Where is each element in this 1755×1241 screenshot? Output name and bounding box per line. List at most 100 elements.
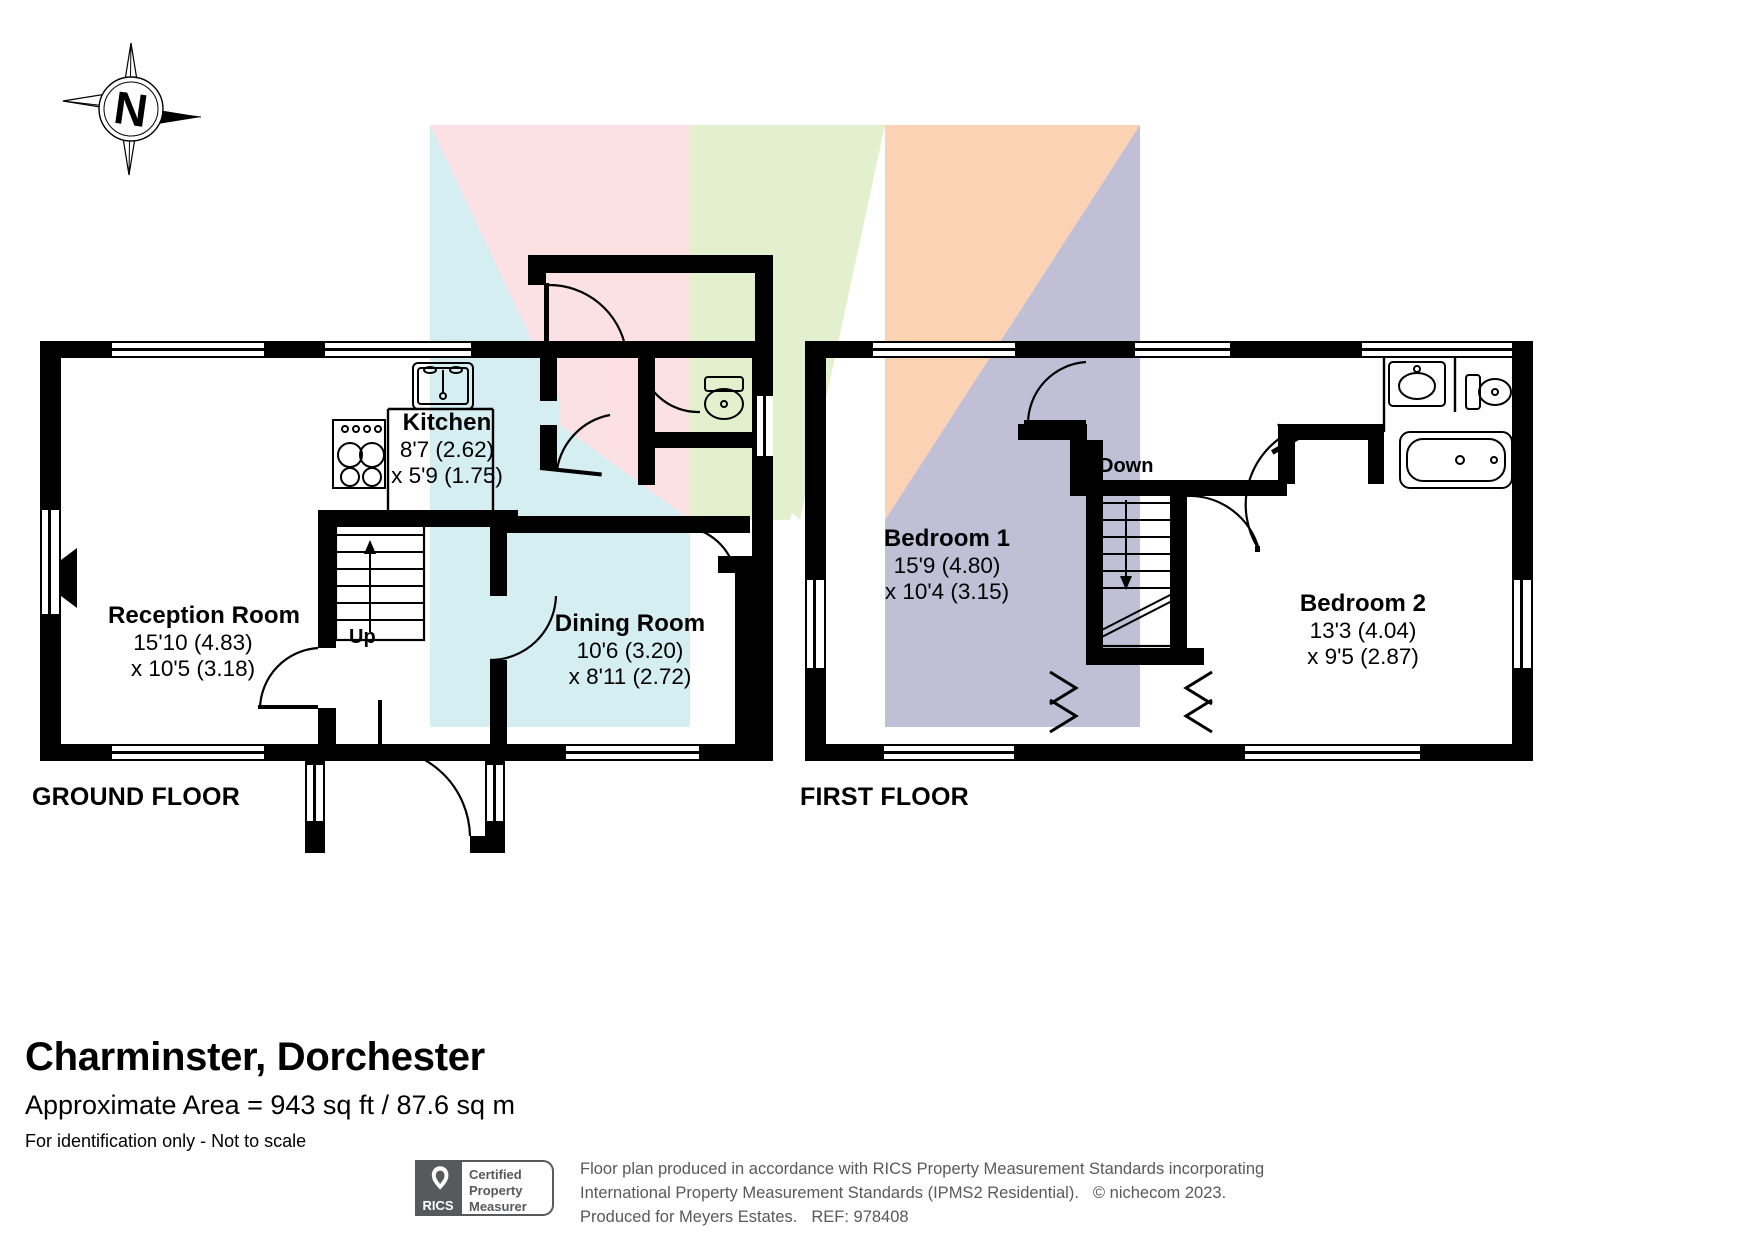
- gf-wc-wall-left-2: [638, 449, 655, 485]
- ff-wall-bath-vert: [1368, 424, 1384, 484]
- room-dim-1: 15'9 (4.80): [893, 553, 1001, 579]
- room-dim-1: 8'7 (2.62): [399, 437, 495, 463]
- rics-certified-property-measurer-badge: RICS Certified Property Measurer: [415, 1160, 555, 1216]
- gf-window-top-1-line: [112, 348, 264, 351]
- gf-kitchen-door-leaf: [539, 466, 602, 477]
- ff-window-bottom-1-line: [884, 751, 1014, 754]
- ff-window-top-2-line: [1135, 348, 1230, 351]
- room-dim-2: x 5'9 (1.75): [391, 463, 503, 489]
- ff-window-right-line: [1520, 580, 1523, 668]
- room-dim-2: x 10'5 (3.18): [130, 656, 256, 682]
- gf-wc-inner-wall: [655, 341, 713, 357]
- room-name: Reception Room: [108, 602, 301, 629]
- gf-hall-door-swing-2: [638, 354, 701, 414]
- rics-brand-label: RICS: [422, 1198, 453, 1213]
- rics-line-1: Certified: [469, 1167, 522, 1182]
- footer-line-2a: International Property Measurement Stand…: [580, 1183, 1079, 1202]
- rics-line-3: Measurer: [469, 1199, 527, 1214]
- gf-rear-door-swing: [547, 283, 628, 351]
- ff-wall-bath-bottom-2: [1187, 480, 1287, 496]
- gf-reception-door-leaf: [258, 705, 318, 709]
- gf-wall-kitchen-right: [540, 341, 557, 401]
- gf-dining-wall-right: [718, 556, 752, 573]
- gf-hall-door-gap: [318, 648, 336, 708]
- gf-dining-wall-left: [490, 516, 507, 596]
- ff-stairs-outline: [1094, 484, 1176, 648]
- kitchen-hob-icon: [332, 419, 386, 489]
- kitchen-sink-icon: [412, 362, 474, 410]
- room-label-kitchen: Kitchen 8'7 (2.62) x 5'9 (1.75): [377, 409, 517, 490]
- gf-porch-win-left-line: [313, 765, 316, 821]
- footer-reference: REF: 978408: [811, 1207, 909, 1226]
- approximate-area: Approximate Area = 943 sq ft / 87.6 sq m: [25, 1090, 516, 1120]
- stairs-down-label: Down: [1099, 455, 1154, 477]
- gf-wc-door-frame-2: [757, 455, 773, 495]
- room-name: Kitchen: [402, 409, 492, 436]
- room-dim-1: 15'10 (4.83): [133, 630, 253, 656]
- footer-line-1: Floor plan produced in accordance with R…: [580, 1160, 1265, 1178]
- ff-bed2-door-swing: [1186, 494, 1261, 551]
- ff-stair-arrow-head: [1120, 576, 1132, 590]
- floor-label-ground: GROUND FLOOR: [32, 783, 240, 811]
- gf-hall-dining-leaf: [683, 524, 735, 528]
- ff-wall-left: [805, 341, 826, 761]
- footer-disclaimer: Floor plan produced in accordance with R…: [580, 1158, 1264, 1230]
- gf-window-bottom-1-line: [112, 751, 264, 754]
- ff-bed2-door-leaf: [1255, 546, 1260, 552]
- ff-wall-landing-bottom: [1086, 648, 1204, 665]
- ff-stair-diag: [1095, 599, 1175, 641]
- gf-ext-right-wall: [755, 255, 773, 350]
- bath-toilet-icon: [1465, 374, 1512, 410]
- bath-basin-icon: [1388, 361, 1446, 407]
- gf-reception-door-swing: [258, 646, 319, 709]
- gf-stair-treads: [336, 534, 424, 621]
- wc-toilet-icon: [704, 376, 744, 420]
- room-label-bedroom-2: Bedroom 2 13'3 (4.04) x 9'5 (2.87): [1278, 590, 1448, 671]
- footer-line-2: International Property Measurement Stand…: [580, 1182, 1264, 1206]
- gf-stair-arrow-head: [364, 540, 376, 554]
- gf-porch-door-leaf: [378, 700, 382, 750]
- gf-porch-door-gap: [325, 836, 470, 853]
- rics-badge-icon: RICS Certified Property Measurer: [415, 1160, 554, 1216]
- stairs-up-label: Up: [349, 626, 376, 648]
- ff-bed2-door-arc: [1244, 431, 1291, 549]
- compass-rose: N: [55, 33, 205, 183]
- gf-wall-reception-right: [318, 510, 336, 744]
- rics-crest-icon: [431, 1166, 449, 1190]
- ff-window-top-1-line: [873, 348, 1015, 351]
- gf-dining-door-swing: [489, 595, 558, 662]
- ff-window-left-line: [813, 580, 816, 668]
- ff-bath-door-leaf: [1271, 429, 1310, 455]
- floor-label-first: FIRST FLOOR: [800, 783, 969, 811]
- ff-bed1-door-leaf: [1024, 420, 1086, 425]
- gf-window-top-2-line: [325, 348, 471, 351]
- room-label-dining-room: Dining Room 10'6 (3.20) x 8'11 (2.72): [545, 610, 715, 691]
- gf-hall-dining-swing: [682, 525, 737, 574]
- gf-window-left-line: [48, 510, 51, 614]
- ff-bath-door-swing: [1277, 423, 1288, 485]
- room-dim-1: 10'6 (3.20): [576, 638, 684, 664]
- gf-wc-door-gap-line: [763, 396, 766, 456]
- gf-ext-left-wall: [528, 255, 546, 285]
- rics-line-2: Property: [469, 1183, 523, 1198]
- ff-wall-bed1-right: [1086, 440, 1103, 665]
- gf-porch-win-right-line: [493, 765, 496, 821]
- gf-wc-wall-bottom: [638, 432, 768, 448]
- gf-wall-kitchen-right-2: [540, 425, 557, 470]
- identification-note: For identification only - Not to scale: [25, 1131, 307, 1151]
- ff-bed1-door-swing: [1026, 360, 1087, 425]
- room-label-reception-room: Reception Room 15'10 (4.83) x 10'5 (3.18…: [108, 602, 301, 683]
- gf-dining-wall-right-2: [735, 573, 752, 745]
- gf-dining-wall-left-2: [490, 660, 507, 744]
- room-label-bedroom-1: Bedroom 1 15'9 (4.80) x 10'4 (3.15): [862, 525, 1032, 606]
- gf-stairs-outline: [334, 516, 426, 642]
- gf-porch-door-swing: [379, 746, 472, 837]
- bath-tub-icon: [1399, 431, 1513, 489]
- gf-window-bottom-2-line: [566, 751, 699, 754]
- room-dim-2: x 10'4 (3.15): [884, 579, 1010, 605]
- room-name: Bedroom 1: [883, 525, 1011, 552]
- gf-kitchen-door-swing: [555, 413, 611, 471]
- compass-north-label: N: [111, 81, 151, 137]
